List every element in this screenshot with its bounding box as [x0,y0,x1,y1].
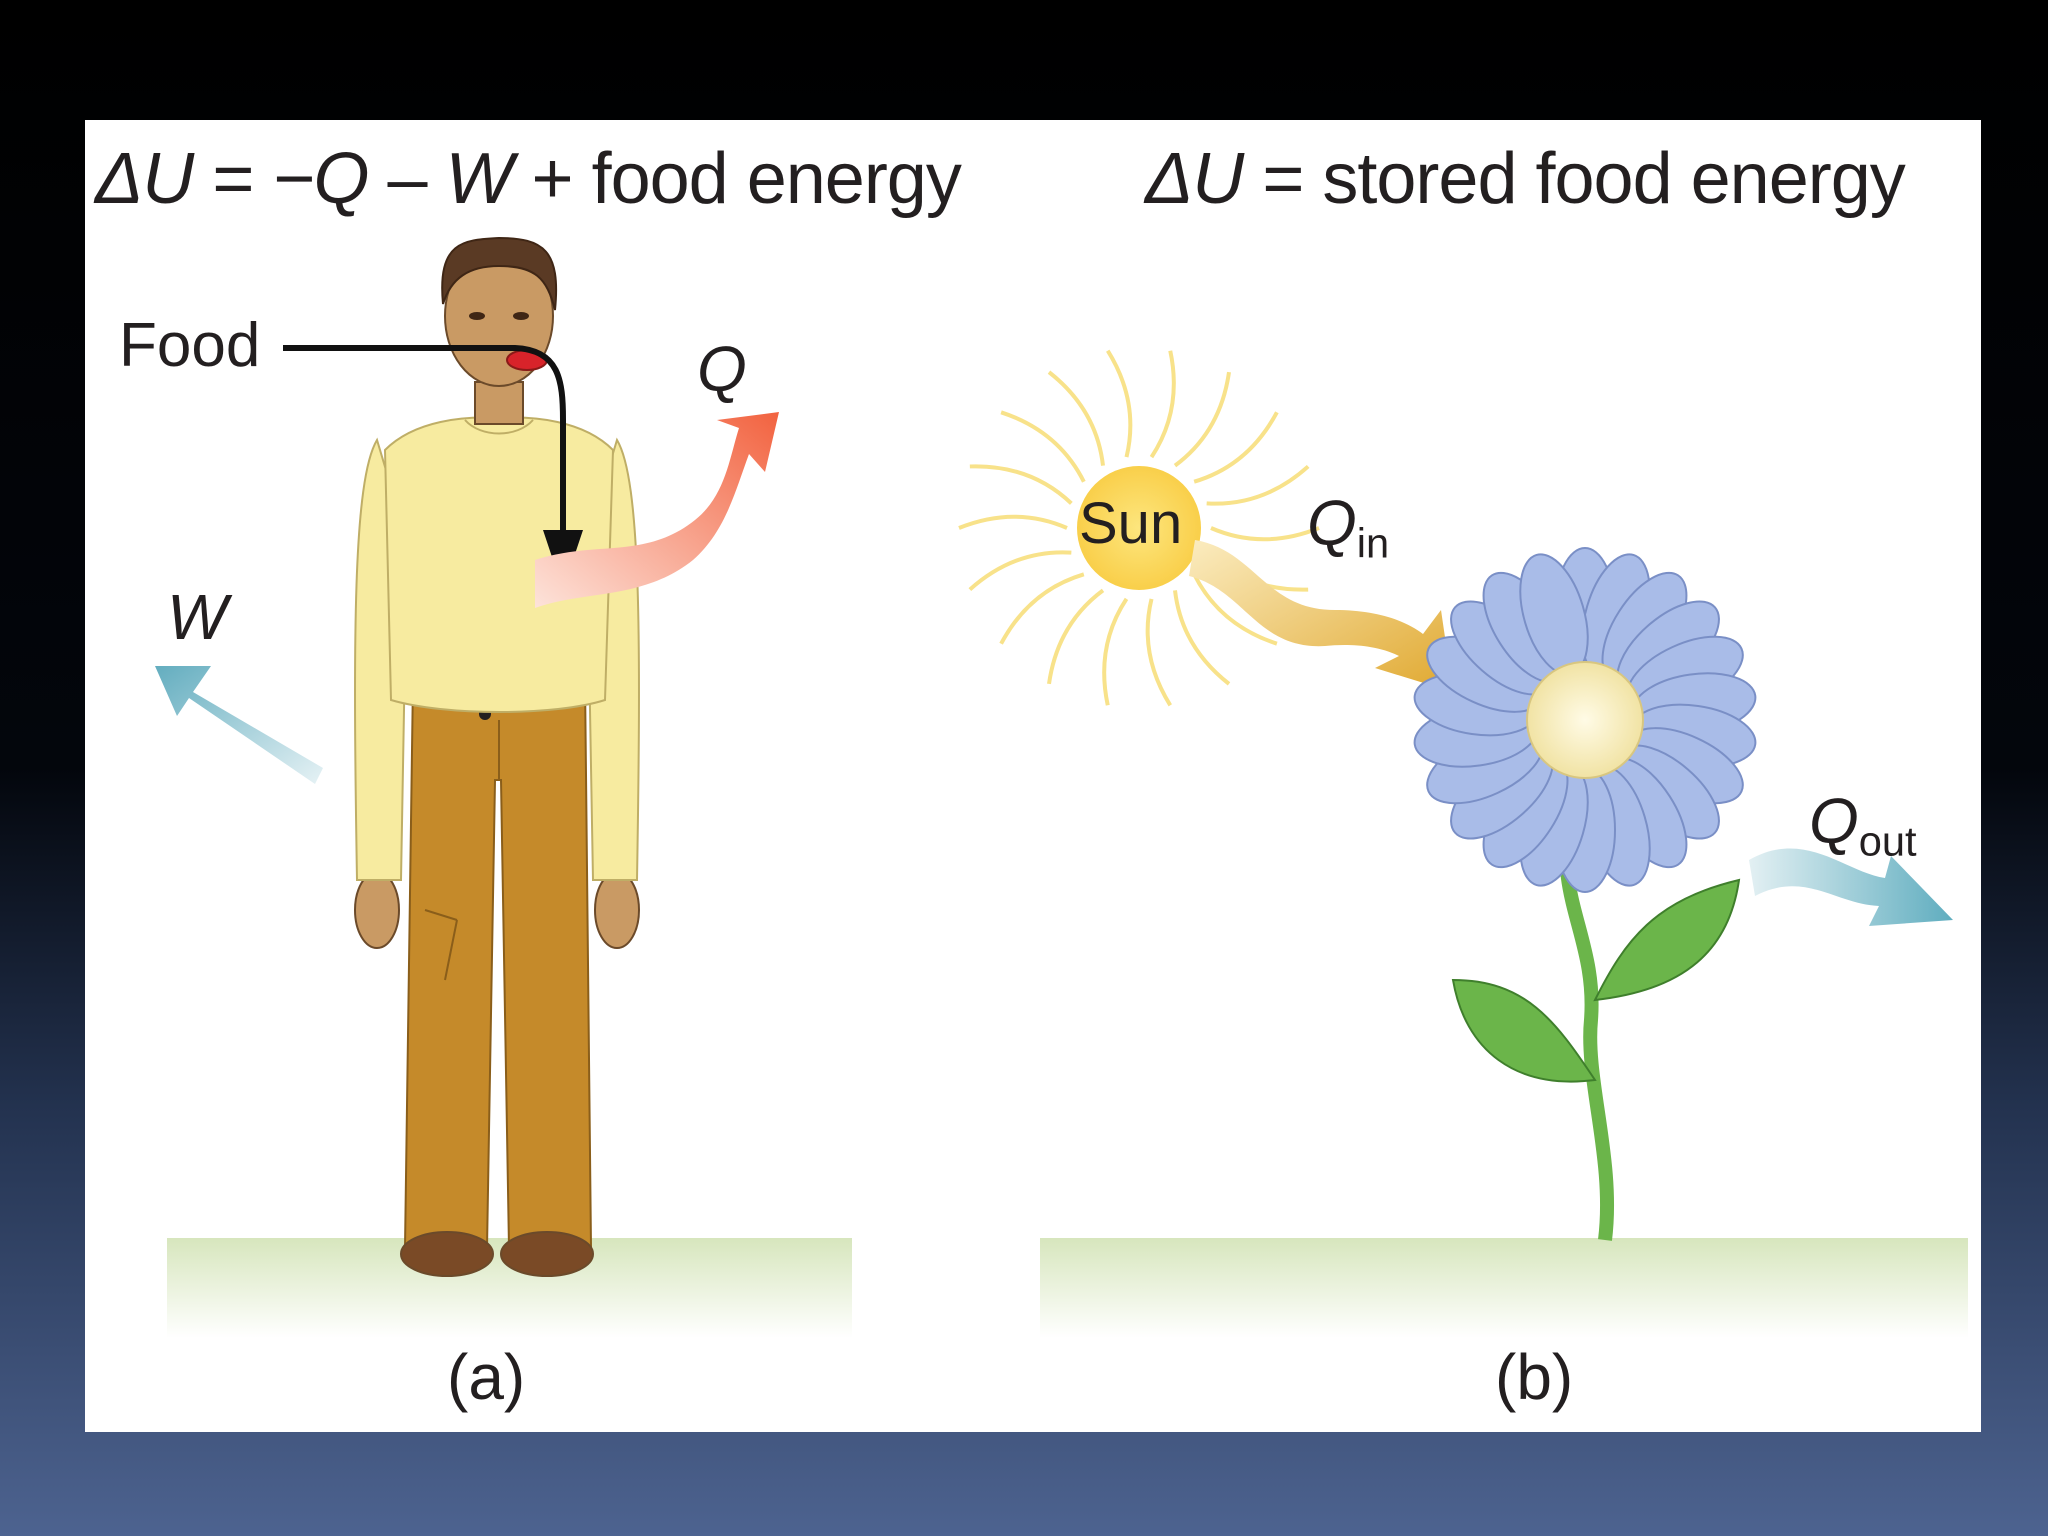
sun-label: Sun [1079,491,1183,556]
sun-ray [1149,350,1176,459]
q-in-subscript: in [1356,519,1390,567]
q-out-subscript: out [1858,817,1917,865]
sun-ray [969,464,1073,505]
equation-panel-a: ΔU = −Q – W + food energy [95,138,962,220]
figure-panel: ΔU = −Q – W + food energy ΔU = stored fo… [85,120,1981,1432]
sun-ray [1000,410,1086,483]
caption-b: (b) [1495,1341,1574,1413]
caption-a: (a) [447,1341,526,1413]
equals-sign-a: = [212,139,254,219]
sun-illustration [958,349,1320,707]
delta-u-symbol-a: ΔU [95,139,194,219]
flower-illustration [1413,547,1757,1241]
sun-ray [1047,588,1105,685]
sun-ray [1210,526,1320,542]
sun-ray [1173,590,1231,686]
q-out-label: Qout [1809,784,1917,865]
w-label: W [167,581,228,653]
sun-ray [999,572,1085,645]
food-energy-term: + food energy [531,139,962,219]
w-term: W [445,139,514,219]
q-out-arrow [1749,848,1953,926]
work-w-arrow [155,666,323,784]
q-out-symbol: Q [1809,785,1859,857]
delta-u-symbol-b: ΔU [1145,139,1244,219]
sun-ray [1192,573,1278,646]
q-in-symbol: Q [1307,487,1357,559]
sun-ray [1102,597,1129,706]
person-illustration [354,236,640,1277]
sun-disk [1077,466,1201,590]
minus-q-term: −Q [272,139,369,219]
stored-food-energy-term: = stored food energy [1262,139,1905,219]
sun-ray [1206,464,1310,506]
heat-q-arrow [535,412,779,608]
illustration-canvas [155,236,1968,1338]
sun-ray [1193,411,1279,484]
sun-ray [1145,598,1172,707]
sun-ray [1173,371,1231,468]
sun-ray [958,514,1068,530]
ground-b [1040,1238,1968,1338]
food-label: Food [119,311,261,380]
sun-ray [1106,349,1133,458]
q-in-arrow [1189,540,1453,692]
q-in-label: Qin [1307,486,1389,567]
sun-ray [1047,370,1105,466]
minus-sign: – [387,139,427,219]
sun-ray [968,550,1072,592]
equation-panel-b: ΔU = stored food energy [1145,138,1906,220]
q-label: Q [697,333,747,405]
